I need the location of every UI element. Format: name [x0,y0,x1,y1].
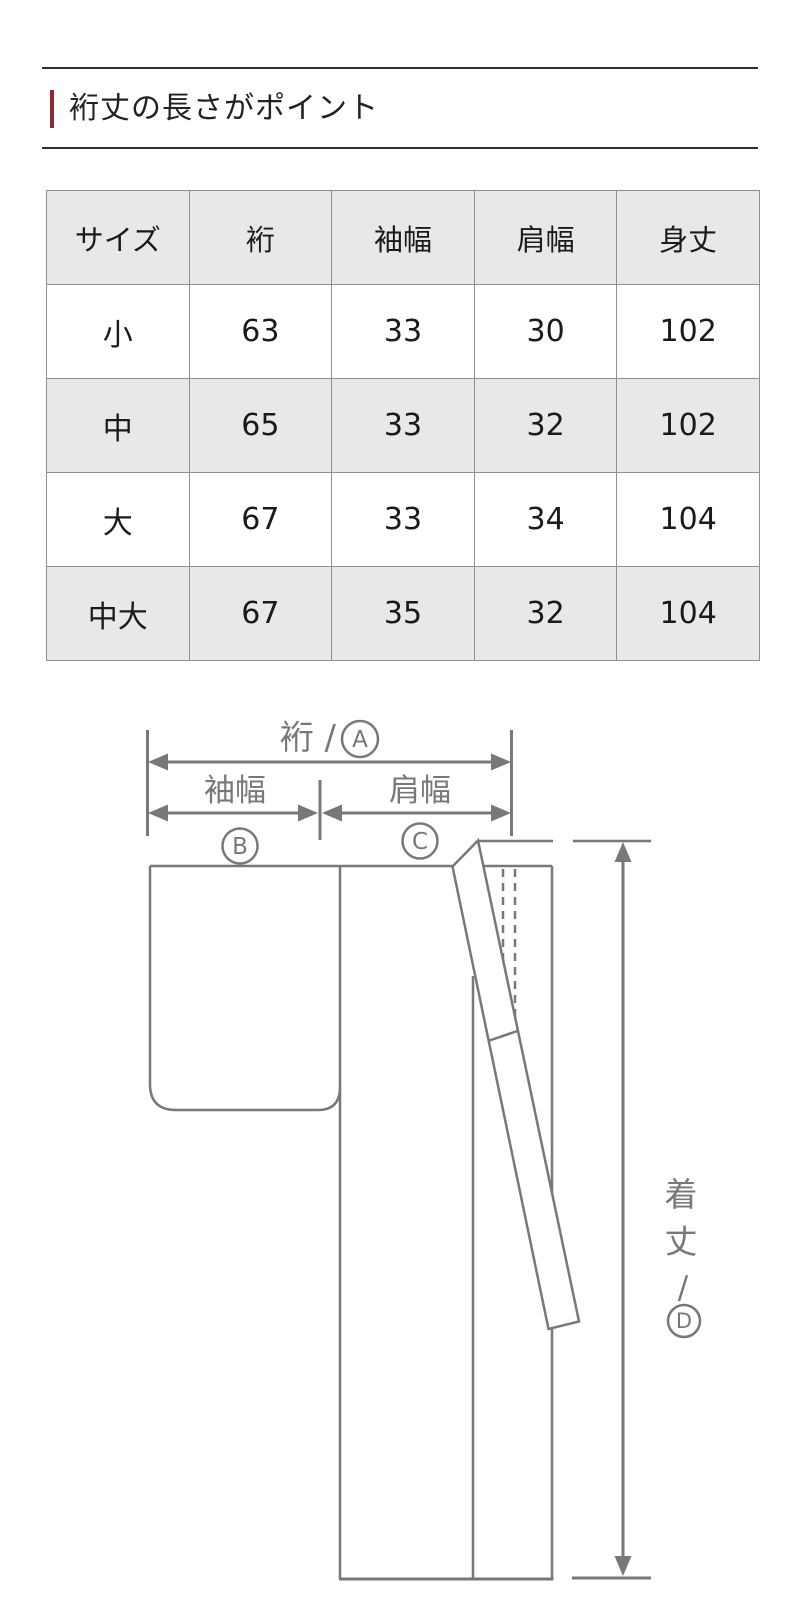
cell-value: 67 [188,566,333,661]
divider-bottom [42,147,758,149]
kimono-outline [148,837,581,1581]
title-accent-bar [50,90,54,128]
cell-value: 102 [616,378,760,473]
arrow-right-icon [298,804,318,822]
katahaba-label: 肩幅 [389,773,451,809]
cell-value: 102 [616,284,760,379]
kitake-measure: 着 丈 / D [478,839,702,1580]
cell-value: 67 [188,472,333,567]
cell-value: 63 [188,284,333,379]
collar-band [451,837,581,1331]
cell-value: 104 [616,566,760,661]
cell-size: 中 [46,378,190,473]
table-row-medium-large: 中大 67 35 32 104 [46,566,760,661]
kitake-label-char1: 着 [665,1175,698,1214]
yuki-measure: 裄 / A [146,718,513,836]
size-table: サイズ 裄 袖幅 肩幅 身丈 小 63 33 30 102 中 65 33 32… [46,190,760,661]
col-header-katahaba: 肩幅 [473,190,618,285]
size-table-header-row: サイズ 裄 袖幅 肩幅 身丈 [46,190,760,285]
col-header-sodehaba: 袖幅 [331,190,475,285]
circled-c-icon [401,822,439,860]
table-row-medium: 中 65 33 32 102 [46,378,760,473]
cell-size: 大 [46,472,190,567]
sodehaba-letter: B [232,834,248,860]
arrow-left-icon [148,753,168,771]
cell-value: 30 [473,284,618,379]
section-title-row: 裄丈の長さがポイント [50,90,379,128]
arrow-up-icon [614,842,632,862]
katahaba-measure: 肩幅 C [322,773,511,860]
yuki-label: 裄 / [280,718,337,758]
cell-value: 65 [188,378,333,473]
circled-d-icon [666,1303,702,1339]
cell-size: 中大 [46,566,190,661]
col-header-mitake: 身丈 [616,190,760,285]
cell-value: 33 [331,378,475,473]
arrow-right-icon [491,804,511,822]
divider-top [42,67,758,69]
cell-value: 33 [331,472,475,567]
kimono-measurement-diagram: 裄 / A 袖幅 B 肩幅 C [146,718,702,1581]
col-header-yuki: 裄 [188,190,333,285]
cell-value: 104 [616,472,760,567]
kitake-slash: / [678,1270,689,1306]
page-title: 裄丈の長さがポイント [69,91,379,126]
arrow-right-icon [491,753,511,771]
cell-value: 33 [331,284,475,379]
cell-value: 32 [473,566,618,661]
cell-size: 小 [46,284,190,379]
arrow-left-icon [322,804,342,822]
kitake-label-char2: 丈 [665,1222,698,1261]
arrow-down-icon [614,1556,632,1576]
table-row-large: 大 67 33 34 104 [46,472,760,567]
sleeve-outline [148,866,342,1112]
cell-value: 34 [473,472,618,567]
col-header-size: サイズ [46,190,190,285]
sodehaba-measure: 袖幅 B [148,773,322,865]
cell-value: 35 [331,566,475,661]
cell-value: 32 [473,378,618,473]
katahaba-letter: C [412,829,428,855]
table-row-small: 小 63 33 30 102 [46,284,760,379]
collar-seam-line [487,1029,518,1043]
yuki-letter: A [352,727,368,753]
circled-b-icon [221,827,259,865]
kitake-letter: D [676,1309,692,1333]
circled-a-icon [340,719,380,759]
arrow-left-icon [148,804,168,822]
sodehaba-label: 袖幅 [204,773,266,809]
